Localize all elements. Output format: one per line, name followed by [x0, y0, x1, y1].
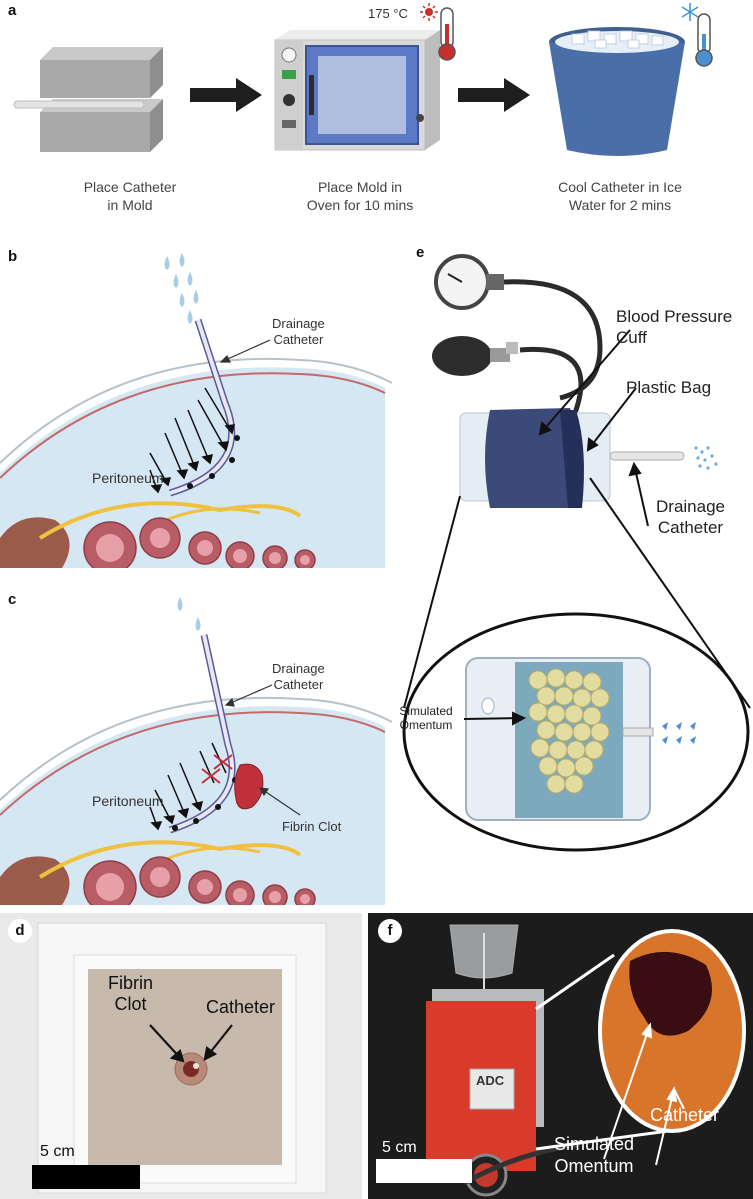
blocked-x-marks — [201, 754, 233, 784]
fibrin-clot-label-d: Fibrin Clot — [108, 973, 153, 1015]
panel-d-photo — [0, 913, 362, 1199]
panel-e-drawing — [402, 254, 751, 852]
panel-c-label: c — [8, 591, 17, 608]
step-1-caption: Place Catheter in Mold — [40, 178, 220, 214]
cuff-line1: Blood Pressure — [616, 307, 733, 326]
drainage-catheter-label-b: Drainage Catheter — [272, 316, 325, 348]
blood-pressure-cuff — [485, 408, 584, 508]
catheter-label-f: Catheter — [650, 1105, 720, 1125]
drainage-catheter-line1-c: Drainage — [272, 661, 325, 676]
simulated-omentum-label-e: Simulated Omentum — [400, 704, 468, 732]
panel-a-label: a — [8, 2, 17, 19]
panel-b: b — [0, 238, 395, 568]
peritoneum-label-b: Peritoneum — [92, 470, 164, 486]
panel-d-label: d — [8, 919, 32, 943]
beaker — [449, 924, 519, 993]
pressure-gauge-icon — [434, 254, 504, 310]
blood-pressure-cuff-label: Blood Pressure Cuff — [616, 306, 732, 348]
fibrin-clot-line2-d: Clot — [114, 994, 147, 1014]
fluid-drops — [164, 253, 199, 324]
panel-f-photo — [368, 913, 753, 1199]
step-3-line2: Water for 2 mins — [568, 197, 672, 213]
panel-c: c — [0, 585, 395, 905]
omentum-line2-f: Omentum — [554, 1156, 634, 1176]
red-cuff — [426, 1001, 536, 1171]
step-1-line2: in Mold — [107, 197, 153, 213]
sun-icon — [420, 3, 438, 21]
peritoneum-label-c: Peritoneum — [92, 793, 164, 809]
drainage-catheter-label-c: Drainage Catheter — [272, 661, 325, 693]
fibrin-clot — [234, 763, 264, 810]
panel-a-drawing — [13, 3, 713, 156]
arrow-right-icon — [458, 78, 530, 112]
step-2-caption: Place Mold in Oven for 10 mins — [270, 178, 450, 214]
plastic-bag-label: Plastic Bag — [626, 378, 712, 397]
panel-e: e — [400, 238, 753, 858]
cuff-line2: Cuff — [616, 328, 647, 347]
panel-f: f ADC Catheter Simulated Omentum 5 cm — [368, 913, 753, 1199]
ice-bucket-icon — [549, 27, 685, 156]
omentum-line1-e: Simulated — [400, 704, 453, 718]
drainage-catheter-line1-e: Drainage — [656, 497, 725, 516]
step-1-line1: Place Catheter — [83, 179, 177, 195]
panel-a: a — [0, 0, 753, 232]
panel-f-label: f — [378, 919, 402, 943]
panel-b-label: b — [8, 248, 18, 265]
panel-c-drawing — [0, 597, 393, 905]
temperature-label: 175 °C — [368, 6, 408, 21]
snowflake-icon — [681, 3, 699, 21]
omentum-line1-f: Simulated — [554, 1134, 635, 1154]
panel-e-label: e — [416, 244, 425, 261]
drainage-catheter-line2-c: Catheter — [273, 677, 324, 692]
drainage-catheter-line2-b: Catheter — [273, 332, 324, 347]
output-drops — [662, 722, 696, 744]
step-2-line2: Oven for 10 mins — [306, 197, 414, 213]
fluid-drops — [177, 597, 201, 631]
scale-bar-label-d: 5 cm — [40, 1143, 75, 1160]
simulated-omentum-beads — [528, 668, 610, 794]
catheter-label-d: Catheter — [206, 997, 276, 1017]
mold-icon — [13, 47, 163, 152]
panel-b-drawing — [0, 253, 393, 568]
drainage-catheter-label-e: Drainage Catheter — [656, 496, 725, 538]
arrow-right-icon — [190, 78, 262, 112]
omentum-line2-e: Omentum — [400, 718, 453, 732]
drainage-catheter-line1-b: Drainage — [272, 316, 325, 331]
step-2-line1: Place Mold in — [317, 179, 403, 195]
thermometer-hot-icon — [438, 7, 456, 61]
oven-icon — [274, 30, 440, 151]
panel-d: d Fibrin Clot Catheter 5 cm — [0, 913, 362, 1199]
fibrin-clot-line1-d: Fibrin — [108, 973, 154, 993]
drainage-catheter-line2-e: Catheter — [657, 518, 724, 537]
flow-arrows — [149, 387, 235, 494]
spray-icon — [694, 446, 718, 470]
scale-bar-label-f: 5 cm — [382, 1139, 417, 1156]
step-3-line1: Cool Catheter in Ice — [558, 179, 682, 195]
step-3-caption: Cool Catheter in Ice Water for 2 mins — [525, 178, 715, 214]
simulated-omentum-label-f: Simulated Omentum — [554, 1133, 634, 1177]
adc-brand: ADC — [476, 1073, 505, 1088]
bowel-loops — [83, 856, 316, 905]
inflation-bulb-icon — [432, 336, 518, 376]
fibrin-clot-label: Fibrin Clot — [282, 819, 342, 834]
thermometer-cold-icon — [695, 13, 713, 67]
